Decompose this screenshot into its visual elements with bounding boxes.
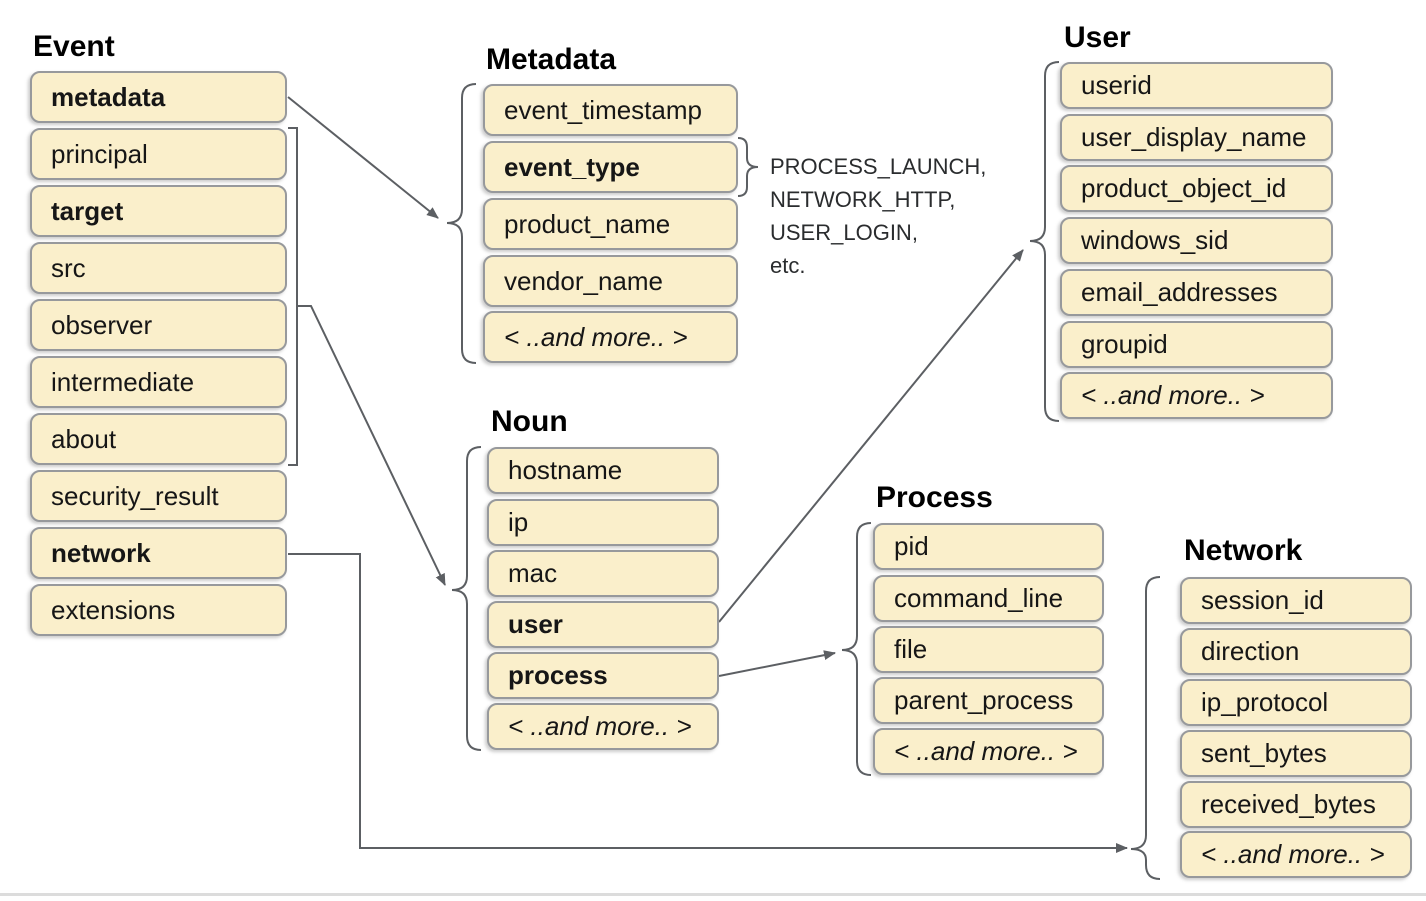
field-event-src: src bbox=[30, 242, 287, 294]
group-title-noun: Noun bbox=[491, 405, 568, 438]
field-metadata-vendor-name: vendor_name bbox=[483, 255, 738, 307]
annotation-line: NETWORK_HTTP, bbox=[770, 187, 956, 212]
brace-network-group bbox=[1130, 576, 1161, 880]
field-user-userid: userid bbox=[1060, 62, 1333, 109]
brace-process-group bbox=[841, 522, 872, 776]
field-process-and-more: < ..and more.. > bbox=[873, 728, 1104, 775]
field-process-file: file bbox=[873, 626, 1104, 673]
event-type-values-annotation: PROCESS_LAUNCH, NETWORK_HTTP, USER_LOGIN… bbox=[770, 150, 986, 282]
group-title-event: Event bbox=[33, 30, 115, 63]
field-network-ip-protocol: ip_protocol bbox=[1180, 679, 1412, 726]
annotation-line: PROCESS_LAUNCH, bbox=[770, 154, 987, 179]
arrow-process-to-process-group bbox=[718, 650, 836, 677]
field-process-pid: pid bbox=[873, 523, 1104, 570]
field-noun-mac: mac bbox=[487, 550, 719, 597]
field-metadata-event-type: event_type bbox=[483, 141, 738, 193]
annotation-line: etc. bbox=[770, 253, 806, 278]
field-metadata-and-more: < ..and more.. > bbox=[483, 311, 738, 363]
field-network-direction: direction bbox=[1180, 628, 1412, 675]
arrow-metadata-to-metadata-group bbox=[287, 96, 439, 219]
field-event-about: about bbox=[30, 413, 287, 465]
field-event-network: network bbox=[30, 527, 287, 579]
field-event-intermediate: intermediate bbox=[30, 356, 287, 408]
field-event-extensions: extensions bbox=[30, 584, 287, 636]
group-title-process: Process bbox=[876, 481, 993, 514]
field-metadata-product-name: product_name bbox=[483, 198, 738, 250]
field-noun-ip: ip bbox=[487, 499, 719, 546]
field-user-windows-sid: windows_sid bbox=[1060, 217, 1333, 264]
field-noun-process: process bbox=[487, 652, 719, 699]
field-user-user-display-name: user_display_name bbox=[1060, 114, 1333, 161]
annotation-line: USER_LOGIN, bbox=[770, 220, 918, 245]
group-title-user: User bbox=[1064, 21, 1131, 54]
brace-metadata-group bbox=[446, 83, 477, 364]
field-process-parent-process: parent_process bbox=[873, 677, 1104, 724]
field-noun-and-more: < ..and more.. > bbox=[487, 703, 719, 750]
field-network-session-id: session_id bbox=[1180, 577, 1412, 624]
field-noun-hostname: hostname bbox=[487, 447, 719, 494]
field-network-sent-bytes: sent_bytes bbox=[1180, 730, 1412, 777]
field-event-security-result: security_result bbox=[30, 470, 287, 522]
field-noun-user: user bbox=[487, 601, 719, 648]
field-user-groupid: groupid bbox=[1060, 321, 1333, 368]
arrow-event-to-noun-group bbox=[297, 305, 446, 586]
group-title-network: Network bbox=[1184, 534, 1303, 567]
field-network-received-bytes: received_bytes bbox=[1180, 781, 1412, 828]
field-event-target: target bbox=[30, 185, 287, 237]
brace-user-group bbox=[1029, 61, 1060, 422]
group-title-metadata: Metadata bbox=[486, 43, 617, 76]
brace-noun-group bbox=[451, 446, 482, 751]
bracket-event-noun-fields bbox=[288, 127, 298, 466]
field-network-and-more: < ..and more.. > bbox=[1180, 831, 1412, 878]
field-user-email-addresses: email_addresses bbox=[1060, 269, 1333, 316]
field-metadata-event-timestamp: event_timestamp bbox=[483, 84, 738, 136]
field-process-command-line: command_line bbox=[873, 575, 1104, 622]
field-user-product-object-id: product_object_id bbox=[1060, 165, 1333, 212]
brace-event-type-values bbox=[737, 137, 759, 197]
page-bottom-divider bbox=[0, 893, 1426, 896]
field-user-and-more: < ..and more.. > bbox=[1060, 372, 1333, 419]
field-event-principal: principal bbox=[30, 128, 287, 180]
field-event-metadata: metadata bbox=[30, 71, 287, 123]
field-event-observer: observer bbox=[30, 299, 287, 351]
